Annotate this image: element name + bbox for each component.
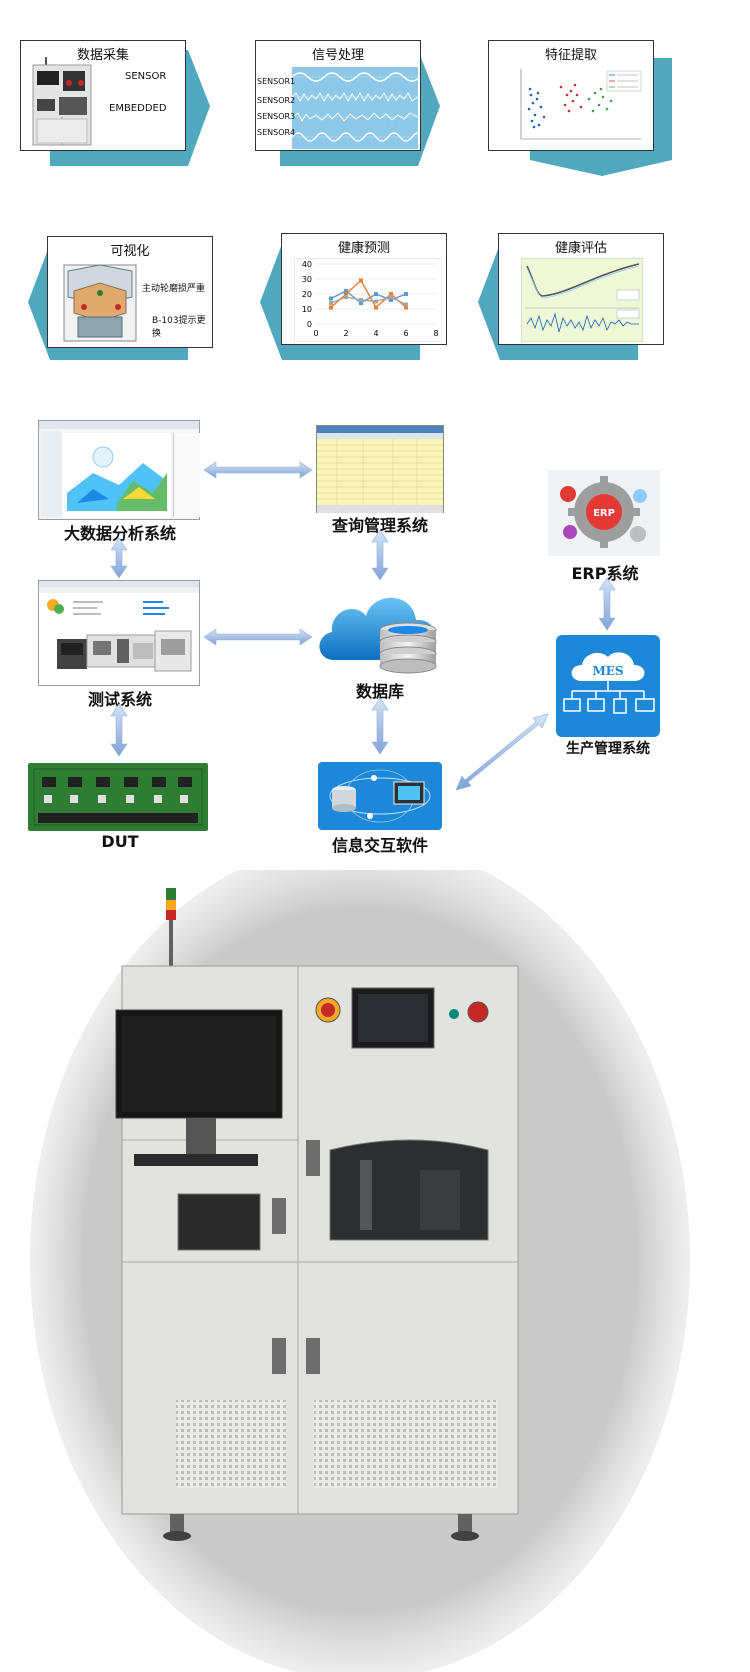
card-signal-processing: 信号处理 SENSOR1 SENSOR2 SENSOR3 SENSOR4 [255,40,421,151]
x-tick-label: 0 [313,329,318,338]
data-point [329,301,333,305]
machine-3d-thumbnail [60,261,140,345]
card-title: 可视化 [48,240,212,259]
y-tick-label: 10 [302,305,312,314]
arrow-bigdata-query [204,462,312,478]
data-point [404,303,408,307]
tower-light-red [166,910,176,920]
card-title: 信号处理 [256,44,420,63]
signal-plot [292,67,418,149]
y-tick-label: 30 [302,275,312,284]
arrow-query-database [372,530,388,580]
note-wheel-wear: 主动轮磨损严重 [142,281,205,294]
y-tick-label: 40 [302,260,312,269]
x-tick-label: 8 [433,329,438,338]
scatter-plot [511,65,647,149]
arrow-test-database [204,629,312,645]
machine-thumbnail [29,57,95,147]
card-title: 健康预测 [282,237,446,256]
tag-embedded: EMBEDDED [109,103,167,114]
y-tick-label: 0 [307,320,312,329]
y-tick-label: 20 [302,290,312,299]
data-point [329,306,333,310]
sensor-label-3: SENSOR3 [257,112,295,121]
card-title: 健康评估 [499,237,663,256]
keyboard [134,1154,258,1166]
equipment-photo [0,870,750,1672]
arrow-test-dut [111,704,127,756]
x-tick-label: 2 [343,329,348,338]
arrow-info-mes [456,714,548,790]
vent-right [314,1400,498,1488]
data-point [374,300,378,304]
connector-arrows [0,400,750,840]
note-replace: B-103提示更换 [152,313,212,339]
card-visualization: 可视化 主动轮磨损严重 B-103提示更换 [47,236,213,348]
tower-light-green [166,888,176,900]
card-feature-extraction: 特征提取 [488,40,654,151]
arrow-bigdata-test [111,538,127,578]
tower-light-yellow [166,900,176,910]
card-data-collection: 数据采集 SENSOR EMBEDDED [20,40,186,151]
card-health-assessment: 健康评估 [498,233,664,345]
data-point [404,292,408,296]
vent-left [176,1400,286,1488]
prediction-chart: 40 30 20 10 00 2 4 6 8 [294,258,442,342]
data-point [359,298,363,302]
data-point [344,295,348,299]
data-point [329,297,333,301]
data-point [374,292,378,296]
sensor-label-4: SENSOR4 [257,128,295,137]
sensor-label-2: SENSOR2 [257,96,295,105]
tag-sensor: SENSOR [125,71,166,82]
x-tick-label: 4 [373,329,378,338]
sensor-label-1: SENSOR1 [257,77,295,86]
arrow-erp-mes [599,578,615,630]
data-point [359,279,363,283]
arrow-database-info [372,698,388,754]
data-point [374,306,378,310]
x-tick-label: 6 [403,329,408,338]
data-point [389,295,393,299]
assessment-plot [521,258,643,342]
card-title: 特征提取 [489,44,653,63]
